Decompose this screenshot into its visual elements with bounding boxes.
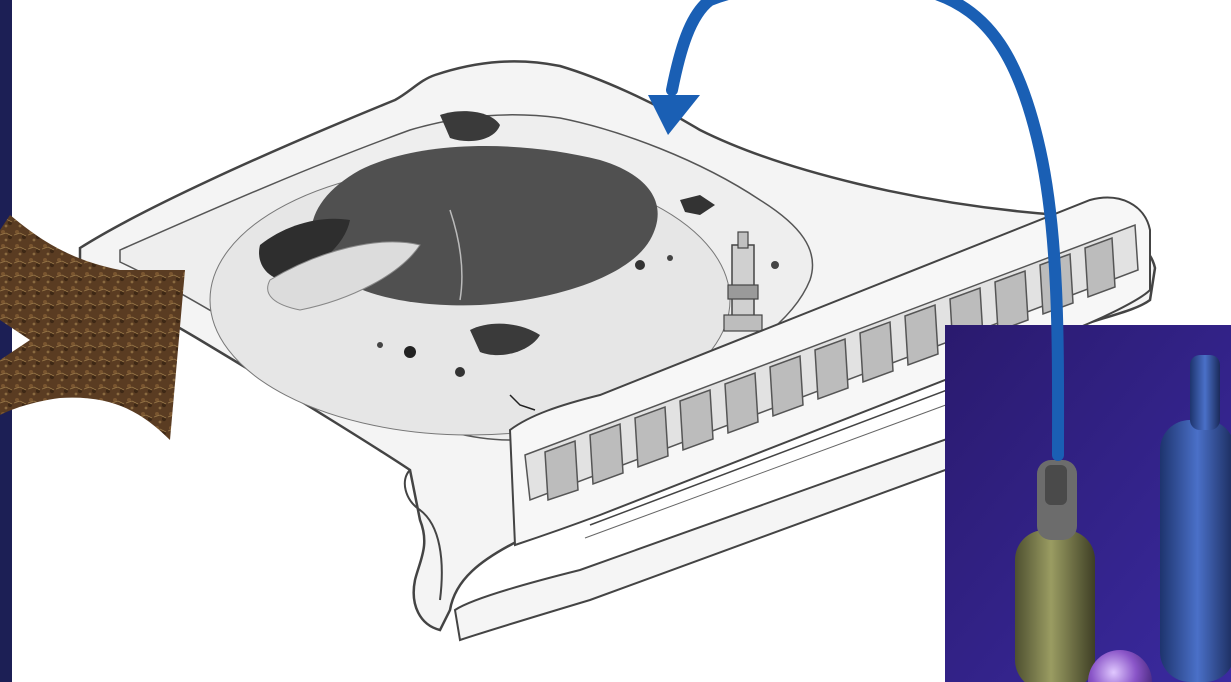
- flow-arrow-line: [672, 0, 1058, 455]
- flow-arrowhead: [648, 95, 700, 135]
